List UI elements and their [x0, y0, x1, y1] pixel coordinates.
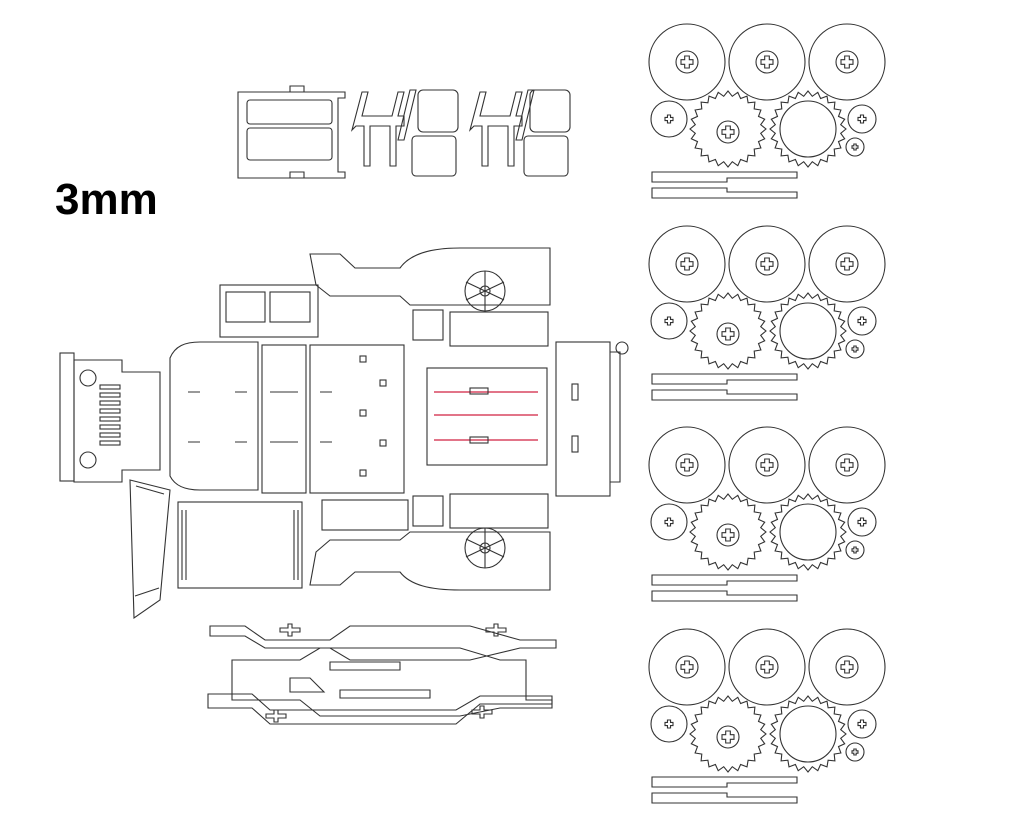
washer-disc: [845, 137, 865, 157]
gear-ring: [769, 292, 847, 370]
upper-side-panel: [309, 247, 551, 312]
cab-frame-part: [237, 85, 346, 179]
wheel-set-3: [648, 426, 886, 602]
frame-rail-lower: [231, 647, 553, 717]
windshield-frame: [219, 284, 319, 338]
wheel-disc: [648, 426, 726, 504]
wheel-disc: [728, 225, 806, 303]
wheel-disc: [648, 225, 726, 303]
gear-ring: [769, 90, 847, 168]
washer-disc: [845, 540, 865, 560]
gear-ring: [769, 695, 847, 773]
wheel-disc: [648, 23, 726, 101]
washer-disc: [845, 742, 865, 762]
axle-strips: [651, 171, 798, 199]
wheel-disc: [728, 628, 806, 706]
bed-side-upper: [412, 309, 549, 347]
washer-disc: [845, 339, 865, 359]
gear-wheel: [689, 292, 767, 370]
small-disc: [847, 507, 877, 537]
gear-wheel: [689, 493, 767, 571]
wheel-set-1: [648, 23, 886, 199]
grille-slats: [99, 384, 121, 446]
small-disc: [847, 104, 877, 134]
wheel-sets: [648, 23, 886, 804]
wheel-disc: [808, 23, 886, 101]
small-disc: [650, 705, 688, 743]
tailgate-panel: [555, 341, 629, 497]
material-thickness-label: 3mm: [55, 175, 158, 224]
small-disc: [847, 709, 877, 739]
small-disc: [650, 302, 688, 340]
wheel-disc: [648, 628, 726, 706]
small-disc: [650, 100, 688, 138]
frame-rail-bottom: [207, 693, 553, 725]
wheel-disc: [808, 628, 886, 706]
bed-cover-part: [177, 501, 303, 589]
small-disc: [650, 503, 688, 541]
bed-floor-panel: [426, 367, 548, 466]
fender-part: [129, 479, 171, 620]
lower-side-panel: [309, 499, 551, 591]
wheel-disc: [808, 426, 886, 504]
axle-strips: [651, 373, 798, 401]
gear-wheel: [689, 90, 767, 168]
axle-strips: [651, 776, 798, 804]
gear-wheel: [689, 695, 767, 773]
wheel-disc: [728, 23, 806, 101]
seat-part-2: [523, 89, 571, 177]
wheel-disc: [808, 225, 886, 303]
frame-rail-upper: [209, 623, 557, 661]
front-grille-part: [59, 352, 161, 483]
bed-side-lower: [412, 493, 549, 529]
seat-bracket-part-1: [350, 89, 417, 167]
wheel-set-2: [648, 225, 886, 401]
hood-panel: [169, 341, 259, 491]
wheel-disc: [728, 426, 806, 504]
body-panel-1: [261, 344, 307, 494]
seat-part-1: [411, 89, 459, 177]
gear-ring: [769, 493, 847, 571]
axle-strips: [651, 574, 798, 602]
wheel-set-4: [648, 628, 886, 804]
small-disc: [847, 306, 877, 336]
body-panel-2: [309, 344, 405, 494]
